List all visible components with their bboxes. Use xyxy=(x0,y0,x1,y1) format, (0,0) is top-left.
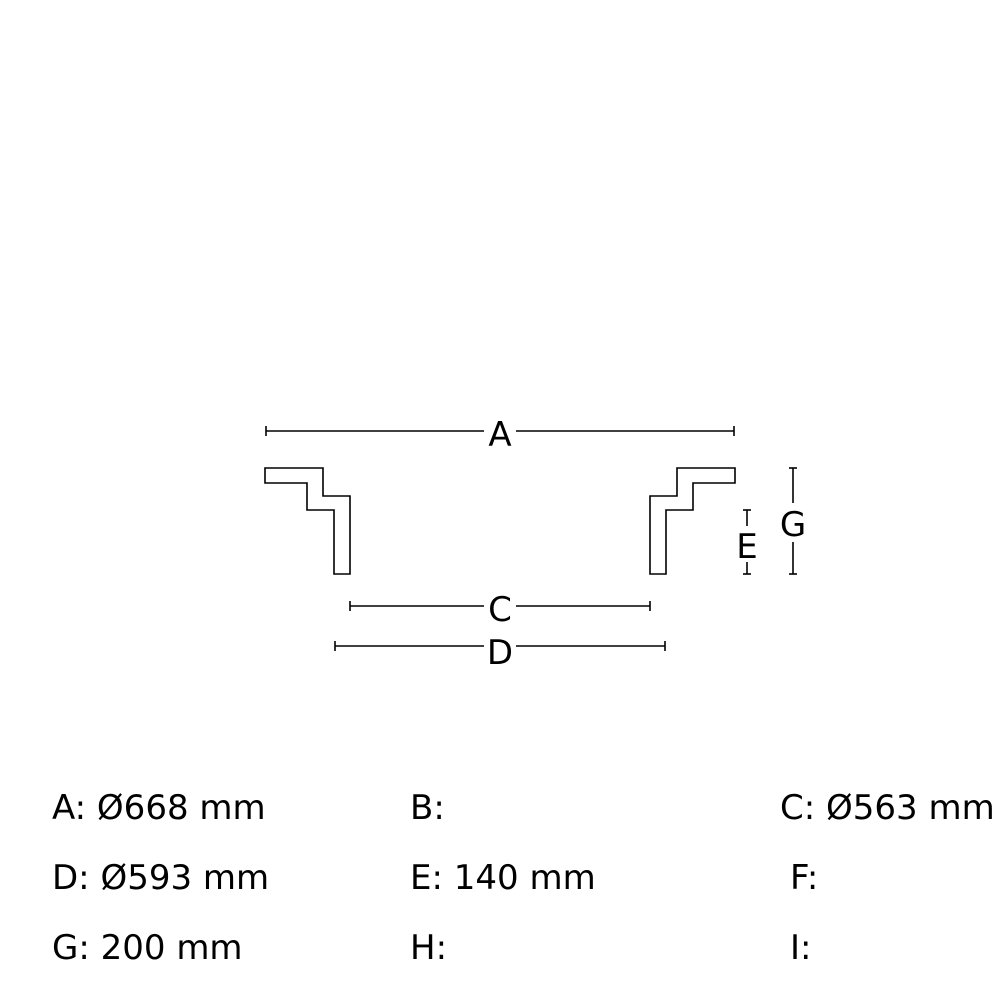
label-c: C xyxy=(488,590,512,630)
dimension-line-e xyxy=(743,509,751,575)
spec-f: F: xyxy=(790,858,819,898)
spec-a: A: Ø668 mm xyxy=(52,788,266,828)
spec-b: B: xyxy=(410,788,445,828)
left-profile xyxy=(264,467,351,575)
label-e: E xyxy=(736,527,757,567)
label-g: G xyxy=(780,505,806,545)
dimension-line-d xyxy=(334,641,666,651)
label-d: D xyxy=(487,633,513,673)
spec-c: C: Ø563 mm xyxy=(780,788,995,828)
spec-g: G: 200 mm xyxy=(52,928,243,968)
dimension-line-a xyxy=(265,426,735,436)
spec-h: H: xyxy=(410,928,448,968)
label-a: A xyxy=(488,415,511,455)
spec-e: E: 140 mm xyxy=(410,858,596,898)
spec-i: I: xyxy=(790,928,812,968)
spec-d: D: Ø593 mm xyxy=(52,858,270,898)
dimension-line-g xyxy=(789,467,797,575)
right-profile xyxy=(649,467,736,575)
dimension-line-c xyxy=(349,601,651,611)
